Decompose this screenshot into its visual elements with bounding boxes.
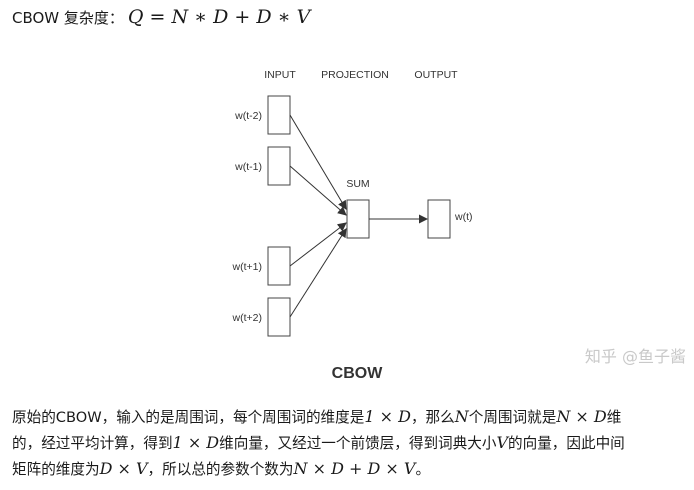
diagram-title: CBOW bbox=[332, 365, 384, 382]
text: 矩阵的维度为 bbox=[12, 461, 100, 478]
math: N bbox=[454, 407, 469, 426]
input-label-1: w(t-2) bbox=[234, 110, 262, 122]
heading-label: CBOW 复杂度： bbox=[12, 9, 124, 27]
text: 个周围词就是 bbox=[468, 409, 557, 426]
input-node-4 bbox=[267, 297, 291, 337]
text: ，那么 bbox=[410, 409, 455, 426]
input-node-1 bbox=[267, 95, 291, 135]
description-paragraph: 原始的CBOW，输入的是周围词，每个周围词的维度是1 × D，那么N个周围词就是… bbox=[12, 404, 684, 482]
heading: CBOW 复杂度： Q = N ∗ D + D ∗ V bbox=[12, 6, 310, 32]
paragraph-line-1: 原始的CBOW，输入的是周围词，每个周围词的维度是1 × D，那么N个周围词就是… bbox=[12, 404, 684, 430]
text: ，所以总的参数个数为 bbox=[147, 461, 294, 478]
paragraph-line-3: 矩阵的维度为D × V，所以总的参数个数为N × D + D × V。 bbox=[12, 456, 684, 482]
input-label-4: w(t+2) bbox=[232, 312, 262, 324]
arrow-4 bbox=[289, 228, 347, 318]
projection-node bbox=[346, 199, 370, 239]
math: D × V bbox=[99, 459, 148, 478]
text: 原始的CBOW，输入的是周围词，每个周围词的维度是 bbox=[12, 409, 365, 426]
math: 1 × D bbox=[364, 407, 411, 426]
output-label: w(t) bbox=[454, 211, 473, 223]
arrow-2 bbox=[289, 165, 347, 216]
math: N × D bbox=[556, 407, 607, 426]
output-node bbox=[427, 199, 451, 239]
complexity-formula: Q = N ∗ D + D ∗ V bbox=[127, 6, 311, 28]
text: 的向量，因此中间 bbox=[508, 435, 625, 452]
paragraph-line-2: 的，经过平均计算，得到1 × D维向量，又经过一个前馈层，得到词典大小V的向量，… bbox=[12, 430, 684, 456]
projection-column-label: PROJECTION bbox=[321, 69, 389, 81]
text: 。 bbox=[415, 461, 431, 478]
text: 的，经过平均计算，得到 bbox=[12, 435, 173, 452]
math: 1 × D bbox=[172, 433, 220, 452]
arrow-1 bbox=[289, 114, 347, 210]
arrow-3 bbox=[289, 222, 347, 267]
sum-label: SUM bbox=[346, 178, 369, 190]
watermark: 知乎 @鱼子酱 bbox=[585, 347, 686, 366]
input-label-3: w(t+1) bbox=[232, 261, 262, 273]
input-column-label: INPUT bbox=[264, 69, 296, 81]
text: 维向量，又经过一个前馈层，得到词典大小 bbox=[219, 435, 497, 452]
input-node-2 bbox=[267, 146, 291, 186]
input-node-3 bbox=[267, 246, 291, 286]
math: V bbox=[496, 433, 508, 452]
output-column-label: OUTPUT bbox=[414, 69, 458, 81]
cbow-figure: INPUT PROJECTION OUTPUT w(t-2) w(t-1) w(… bbox=[0, 60, 694, 390]
input-label-2: w(t-1) bbox=[234, 161, 262, 173]
text: 维 bbox=[606, 409, 622, 426]
cbow-diagram: INPUT PROJECTION OUTPUT w(t-2) w(t-1) w(… bbox=[232, 69, 686, 382]
math: N × D + D × V bbox=[293, 459, 416, 478]
